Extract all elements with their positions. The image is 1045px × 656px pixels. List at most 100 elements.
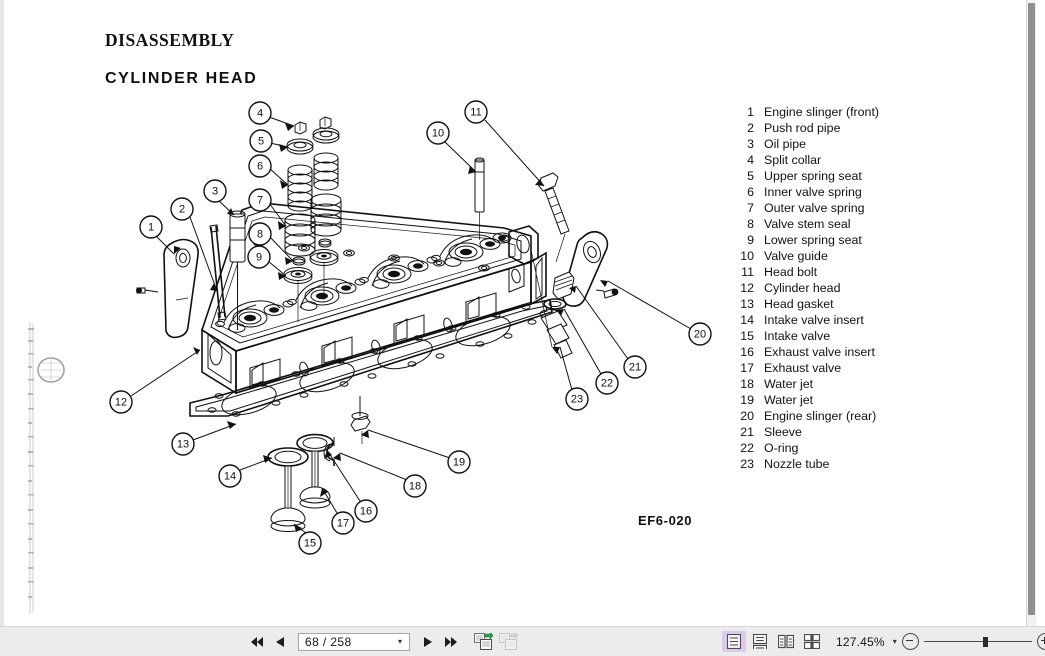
single-page-icon (727, 634, 741, 649)
legend-item-label: Lower spring seat (764, 233, 862, 247)
insert-pages-icon (473, 633, 493, 650)
legend-item-number: 3 (747, 137, 754, 151)
first-page-button[interactable] (247, 632, 267, 652)
legend-item-number: 5 (747, 169, 754, 183)
legend-row: 9 Lower spring seat (732, 233, 947, 249)
legend-row: 15 Intake valve (732, 329, 947, 345)
legend-item-label: Intake valve (764, 329, 831, 343)
extract-pages-icon (498, 633, 518, 650)
zoom-in-button[interactable] (1036, 633, 1045, 650)
legend-item-number: 4 (747, 153, 754, 167)
legend-item-label: Engine slinger (rear) (764, 409, 877, 423)
legend-item-number: 11 (741, 265, 754, 279)
view-mode-two-page-continuous[interactable] (800, 631, 824, 652)
parts-legend: 1 Engine slinger (front) 2 Push rod pipe 3 Oi… (732, 105, 947, 473)
legend-row: 10 Valve guide (732, 249, 947, 265)
legend-item-label: Valve guide (764, 249, 828, 263)
legend-row: 1 Engine slinger (front) (732, 105, 947, 121)
legend-item-number: 17 (740, 361, 754, 375)
legend-item-number: 10 (740, 249, 754, 263)
legend-item-number: 23 (740, 457, 754, 471)
legend-row: 6 Inner valve spring (732, 185, 947, 201)
legend-row: 17 Exhaust valve (732, 361, 947, 377)
legend-item-label: O-ring (764, 441, 799, 455)
legend-row: 19 Water jet (732, 393, 947, 409)
previous-page-icon (276, 636, 284, 647)
legend-item-number: 7 (747, 201, 754, 215)
zoom-slider-thumb[interactable] (982, 636, 988, 647)
previous-page-button[interactable] (270, 632, 290, 652)
document-page-canvas[interactable]: DISASSEMBLY CYLINDER HEAD (4, 0, 1036, 627)
legend-item-label: Exhaust valve (764, 361, 842, 375)
legend-row: 3 Oil pipe (732, 137, 947, 153)
legend-item-label: Cylinder head (764, 281, 841, 295)
legend-row: 7 Outer valve spring (732, 201, 947, 217)
chevron-down-icon[interactable]: ▾ (397, 636, 402, 646)
extract-pages-button[interactable] (497, 632, 519, 652)
legend-item-number: 1 (747, 105, 754, 119)
legend-item-number: 6 (747, 185, 754, 199)
legend-item-label: Exhaust valve insert (764, 345, 875, 359)
legend-item-number: 14 (740, 313, 754, 327)
legend-row: 21 Sleeve (732, 425, 947, 441)
next-page-icon (424, 636, 432, 647)
legend-item-label: Split collar (764, 153, 822, 167)
legend-row: 20 Engine slinger (rear) (732, 409, 947, 425)
legend-item-number: 16 (740, 345, 754, 359)
two-page-icon (778, 634, 794, 649)
page-number-value: 68 / 258 (305, 634, 352, 649)
legend-row: 23 Nozzle tube (732, 457, 947, 473)
legend-item-label: Oil pipe (764, 137, 807, 151)
next-page-button[interactable] (418, 632, 438, 652)
view-mode-continuous-page[interactable] (748, 631, 772, 652)
insert-pages-button[interactable] (472, 632, 494, 652)
last-page-button[interactable] (441, 632, 461, 652)
page-number-input[interactable]: 68 / 258 ▾ (298, 632, 410, 651)
continuous-page-icon (753, 634, 767, 649)
legend-item-label: Water jet (764, 393, 814, 407)
view-mode-group (722, 631, 824, 652)
vertical-scrollbar[interactable] (1026, 0, 1036, 627)
zoom-chevron-down-icon[interactable]: ▾ (892, 636, 897, 646)
page-title: DISASSEMBLY (105, 30, 235, 50)
legend-item-label: Nozzle tube (764, 457, 830, 471)
legend-item-label: Engine slinger (front) (764, 105, 880, 119)
zoom-out-button[interactable] (901, 633, 919, 650)
legend-item-number: 13 (740, 297, 754, 311)
legend-item-number: 15 (740, 329, 754, 343)
legend-item-number: 2 (747, 121, 754, 135)
zoom-controls-group: 127.45% ▾ (836, 633, 1045, 650)
legend-item-label: Outer valve spring (764, 201, 865, 215)
legend-item-number: 21 (740, 425, 754, 439)
legend-row: 11 Head bolt (732, 265, 947, 281)
legend-item-label: Head bolt (764, 265, 818, 279)
vertical-scrollbar-thumb[interactable] (1028, 3, 1035, 615)
zoom-slider[interactable] (923, 635, 1032, 649)
legend-row: 2 Push rod pipe (732, 121, 947, 137)
view-mode-single-page[interactable] (722, 631, 746, 652)
legend-item-label: Intake valve insert (764, 313, 864, 327)
legend-item-number: 19 (740, 393, 754, 407)
legend-item-number: 20 (740, 409, 754, 423)
zoom-slider-track (923, 640, 1032, 642)
first-page-icon (251, 636, 263, 647)
page-navigation-group: 68 / 258 ▾ (247, 632, 519, 652)
legend-item-label: Push rod pipe (764, 121, 841, 135)
view-mode-two-page[interactable] (774, 631, 798, 652)
zoom-level-value: 127.45% (836, 634, 885, 649)
legend-item-label: Valve stem seal (764, 217, 851, 231)
legend-item-number: 9 (747, 233, 754, 247)
legend-item-label: Sleeve (764, 425, 802, 439)
bottom-toolbar: 68 / 258 ▾ (0, 626, 1045, 656)
legend-item-label: Upper spring seat (764, 169, 862, 183)
legend-item-number: 18 (740, 377, 754, 391)
legend-item-label: Inner valve spring (764, 185, 862, 199)
page-subtitle: CYLINDER HEAD (105, 70, 258, 87)
last-page-icon (445, 636, 457, 647)
two-page-continuous-icon (804, 634, 820, 649)
